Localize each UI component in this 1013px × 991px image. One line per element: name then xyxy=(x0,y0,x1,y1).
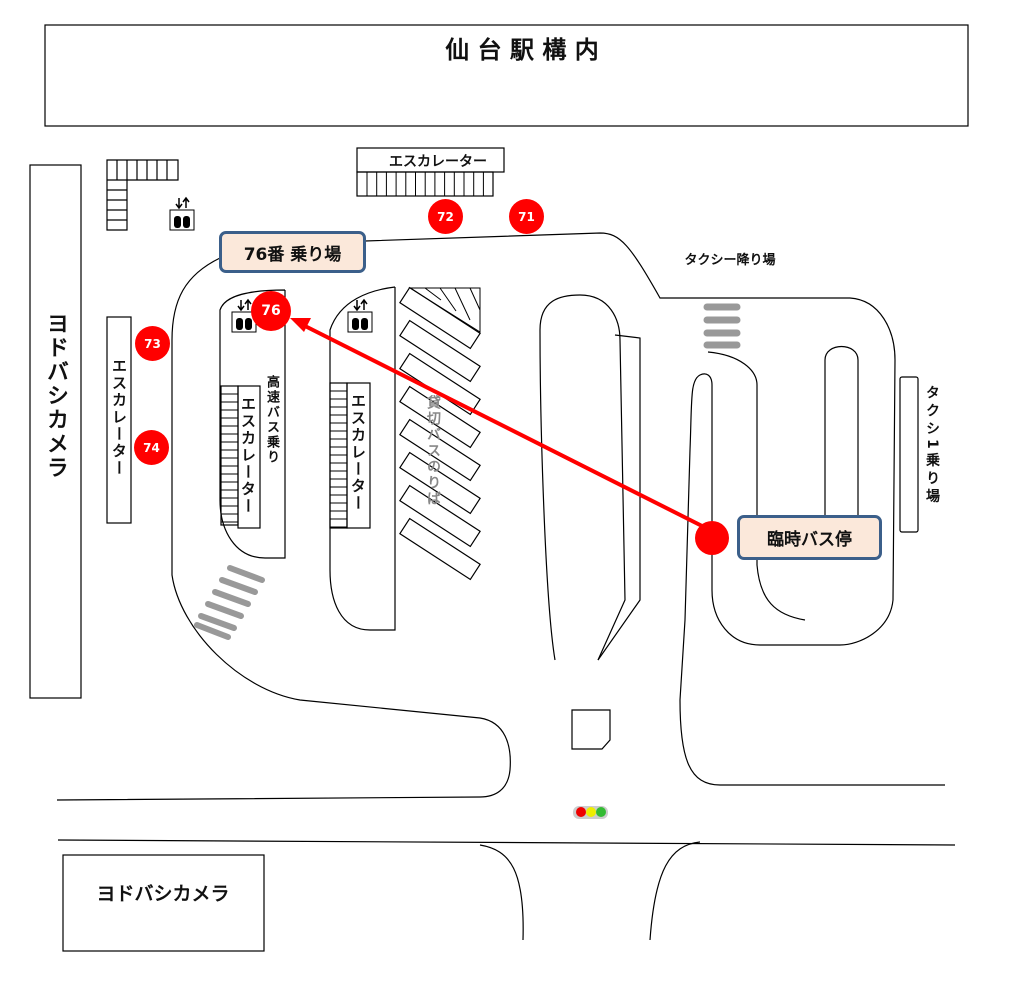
escalator-left xyxy=(106,316,132,524)
parking-bays xyxy=(399,286,481,581)
road-edge xyxy=(57,839,956,846)
stop-76-marker: 76 xyxy=(251,291,291,331)
parking-bay xyxy=(399,451,481,515)
taxi-hairpin xyxy=(824,346,859,520)
charter-bus-label: 貸切バスのりば xyxy=(425,395,441,507)
escalator-1 xyxy=(237,385,261,529)
taxi-platform xyxy=(899,376,919,533)
page-title: 仙 台 駅 構 内 xyxy=(445,36,598,64)
road-outline-left xyxy=(56,257,511,801)
parking-bay xyxy=(399,319,481,383)
route-arrow xyxy=(304,324,711,532)
central-island xyxy=(539,294,626,661)
escalator-left-label: エスカレーター xyxy=(110,358,128,477)
temp-stop-label: 臨時バス停 xyxy=(737,515,882,560)
taxi-dropoff-label: タクシー降り場 xyxy=(684,252,775,268)
title-box xyxy=(44,24,969,127)
taxi-pickup-label: タクシ1乗り場 xyxy=(924,385,940,507)
yodobashi-building-bottom xyxy=(62,854,265,952)
parking-bay xyxy=(399,286,481,350)
platform-76-label: 76番 乗り場 xyxy=(219,231,366,273)
stop-73-marker: 73 xyxy=(135,326,170,361)
parking-bay xyxy=(399,418,481,482)
escalator-top-label: エスカレーター xyxy=(389,154,487,170)
yodobashi-side-label: ヨドバシカメラ xyxy=(43,312,68,480)
arrow-head xyxy=(290,318,311,332)
parking-bay xyxy=(399,484,481,548)
stop-74-marker: 74 xyxy=(134,430,169,465)
crosswalk-left xyxy=(194,565,265,640)
escalator-stairs-1 xyxy=(220,385,239,526)
road-corner-left xyxy=(479,844,524,941)
road-corner-right xyxy=(649,841,701,941)
elevator-icon xyxy=(169,196,195,231)
island-edge xyxy=(597,334,641,661)
stairs-topleft xyxy=(106,159,179,231)
yodobashi-building-side xyxy=(29,164,82,699)
highway-bus-label: 高速バス乗り xyxy=(264,375,279,465)
traffic-light-icon xyxy=(573,806,608,819)
small-building xyxy=(571,709,611,750)
island-middle xyxy=(329,286,396,631)
road-outline-right xyxy=(364,232,945,786)
stop-72-marker: 72 xyxy=(428,199,463,234)
island-highway xyxy=(219,289,286,559)
temp-stop-marker xyxy=(695,521,729,555)
crosswalk-top xyxy=(703,303,741,349)
stop-71-marker: 71 xyxy=(509,199,544,234)
elevator-icon xyxy=(231,298,257,333)
parking-bay xyxy=(399,385,481,449)
escalator-2-label: エスカレーター xyxy=(349,393,367,512)
escalator-1-label: エスカレーター xyxy=(239,396,257,515)
parking-bay xyxy=(399,517,481,581)
elevator-icon xyxy=(347,298,373,333)
taxi-lane xyxy=(707,351,806,621)
yodobashi-bottom-label: ヨドバシカメラ xyxy=(96,883,229,905)
